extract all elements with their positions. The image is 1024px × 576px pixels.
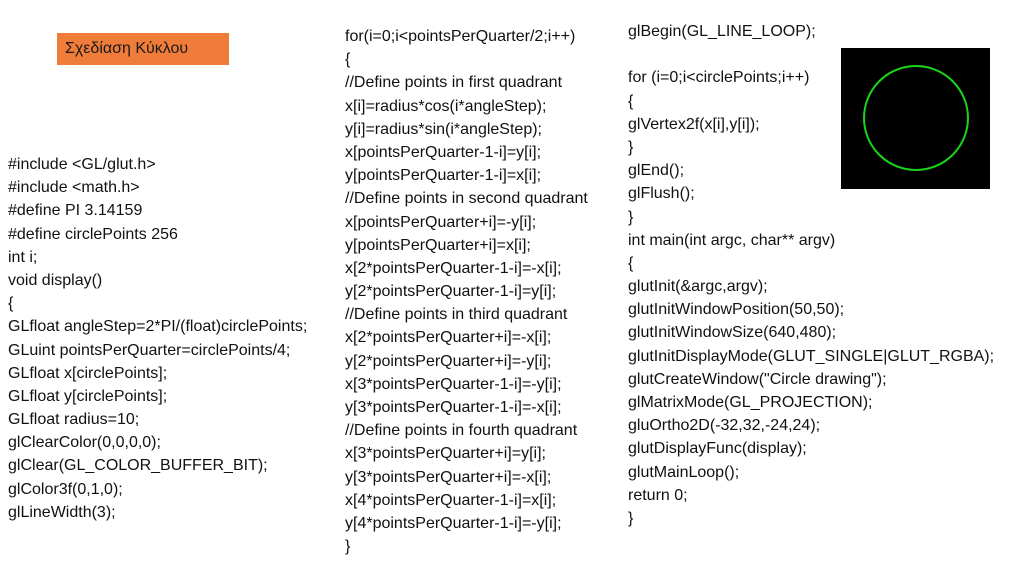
- code-line: for(i=0;i<pointsPerQuarter/2;i++): [345, 28, 576, 45]
- code-line: glColor3f(0,1,0);: [8, 480, 123, 498]
- code-line: glutInitWindowPosition(50,50);: [628, 301, 845, 319]
- code-line: void display(): [8, 271, 103, 289]
- code-line: glVertex2f(x[i],y[i]);: [628, 115, 760, 133]
- code-line: x[pointsPerQuarter+i]=-y[i];: [345, 213, 537, 231]
- code-line: //Define points in first quadrant: [345, 74, 563, 92]
- code-line: #include <GL/glut.h>: [8, 156, 156, 173]
- code-line: x[3*pointsPerQuarter-1-i]=-y[i];: [345, 375, 562, 393]
- code-line: x[3*pointsPerQuarter+i]=y[i];: [345, 445, 546, 463]
- code-line: }: [628, 509, 634, 527]
- code-column-1: #include <GL/glut.h> #include <math.h> #de…: [8, 153, 307, 524]
- code-line: GLfloat radius=10;: [8, 411, 140, 429]
- code-line: glLineWidth(3);: [8, 503, 116, 521]
- code-line: return 0;: [628, 486, 688, 504]
- green-circle: [863, 65, 969, 171]
- code-line: }: [628, 208, 634, 226]
- code-line: //Define points in fourth quadrant: [345, 422, 578, 440]
- code-line: y[i]=radius*sin(i*angleStep);: [345, 120, 542, 138]
- code-line: glutInitDisplayMode(GLUT_SINGLE|GLUT_RGB…: [628, 347, 995, 365]
- code-line: x[2*pointsPerQuarter-1-i]=-x[i];: [345, 259, 562, 277]
- code-line: y[pointsPerQuarter+i]=x[i];: [345, 236, 531, 254]
- code-line: for (i=0;i<circlePoints;i++): [628, 69, 810, 87]
- circle-preview-canvas: [841, 48, 990, 189]
- circle-output-preview: [841, 48, 990, 189]
- code-line: glClear(GL_COLOR_BUFFER_BIT);: [8, 457, 268, 475]
- code-line: glBegin(GL_LINE_LOOP);: [628, 23, 816, 40]
- preview-background: [841, 48, 990, 189]
- code-line: GLfloat x[circlePoints];: [8, 364, 168, 382]
- code-line: y[3*pointsPerQuarter+i]=-x[i];: [345, 468, 552, 486]
- code-column-3: glBegin(GL_LINE_LOOP);for (i=0;i<circleP…: [628, 20, 994, 530]
- code-line: glFlush();: [628, 185, 695, 203]
- code-line: GLfloat angleStep=2*PI/(float)circlePoin…: [8, 318, 308, 336]
- code-line: {: [8, 295, 14, 313]
- code-line: x[2*pointsPerQuarter+i]=-x[i];: [345, 329, 552, 347]
- code-line: y[4*pointsPerQuarter-1-i]=-y[i];: [345, 514, 562, 532]
- code-line: glutInitWindowSize(640,480);: [628, 324, 837, 342]
- code-line: y[2*pointsPerQuarter+i]=-y[i];: [345, 352, 552, 370]
- code-line: glutInit(&argc,argv);: [628, 278, 768, 296]
- code-line: glutMainLoop();: [628, 463, 740, 481]
- code-line: glMatrixMode(GL_PROJECTION);: [628, 394, 873, 411]
- code-line: glEnd();: [628, 162, 685, 180]
- code-line: gluOrtho2D(-32,32,-24,24);: [628, 417, 821, 435]
- code-line: y[2*pointsPerQuarter-1-i]=y[i];: [345, 283, 557, 301]
- code-line: GLfloat y[circlePoints];: [8, 387, 168, 405]
- code-line: x[4*pointsPerQuarter-1-i]=x[i];: [345, 491, 557, 509]
- code-line: //Define points in second quadrant: [345, 190, 588, 208]
- code-line: #define circlePoints 256: [8, 225, 178, 243]
- code-line: #define PI 3.14159: [8, 202, 143, 220]
- slide-title: Σχεδίαση Κύκλου: [57, 33, 229, 65]
- code-line: }: [345, 538, 351, 556]
- code-line: glutCreateWindow("Circle drawing");: [628, 370, 887, 388]
- code-line: int main(int argc, char** argv): [628, 231, 836, 249]
- code-line: y[3*pointsPerQuarter-1-i]=-x[i];: [345, 399, 562, 416]
- code-line: GLuint pointsPerQuarter=circlePoints/4;: [8, 341, 291, 359]
- code-line: int i;: [8, 248, 38, 266]
- code-line: glClearColor(0,0,0,0);: [8, 434, 161, 452]
- code-line: x[i]=radius*cos(i*angleStep);: [345, 97, 547, 115]
- code-line: #include <math.h>: [8, 179, 140, 197]
- code-line: {: [628, 92, 634, 110]
- code-line: {: [628, 254, 634, 272]
- code-line: //Define points in third quadrant: [345, 306, 568, 324]
- code-line: glutDisplayFunc(display);: [628, 440, 807, 458]
- code-line: y[pointsPerQuarter-1-i]=x[i];: [345, 167, 542, 185]
- code-column-2: for(i=0;i<pointsPerQuarter/2;i++) { //Defi…: [345, 25, 588, 558]
- code-line: x[pointsPerQuarter-1-i]=y[i];: [345, 143, 542, 161]
- code-line: }: [628, 138, 634, 156]
- code-line: {: [345, 51, 351, 69]
